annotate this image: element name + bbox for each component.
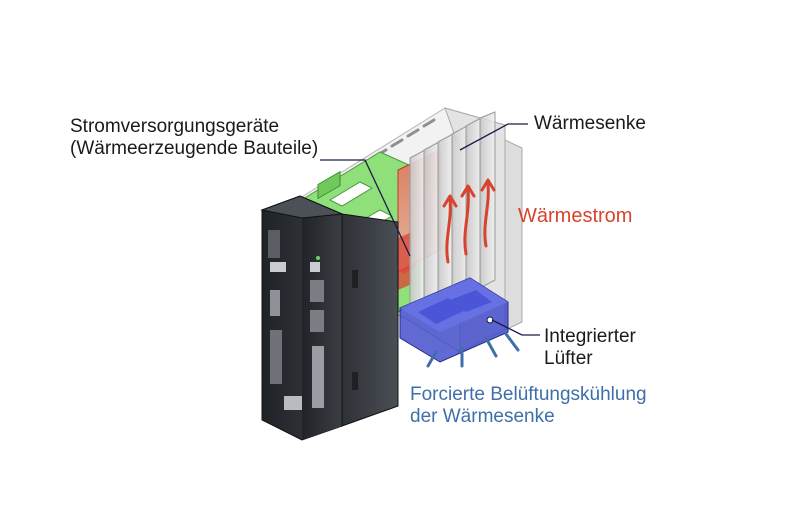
forced-air-dashes xyxy=(426,332,520,368)
heat-flow-label: Wärmestrom xyxy=(518,205,633,227)
integrated-fan-label-line1: Integrierter xyxy=(544,326,636,347)
heatsink-fins xyxy=(409,111,496,309)
integrated-fan-label-line2: Lüfter xyxy=(544,348,593,370)
forced-cooling-label-line1: Forcierte Belüftungskühlung xyxy=(410,384,647,405)
forced-cooling-label-line2: der Wärmesenke xyxy=(410,406,555,428)
integrated-fan-label: Integrierter Lüfter xyxy=(544,326,636,371)
power-devices-label: Stromversorgungsgeräte (Wärmeerzeugende … xyxy=(70,116,318,161)
heatsink-label: Wärmesenke xyxy=(534,113,646,134)
integrated-fan xyxy=(399,277,509,363)
power-devices-label-line2: (Wärmeerzeugende Bauteile) xyxy=(70,138,319,160)
drive-housing xyxy=(260,195,399,441)
leader-lines xyxy=(320,123,540,336)
heat-flow-arrows xyxy=(442,178,496,264)
power-devices-label-line1: Stromversorgungsgeräte xyxy=(70,116,280,137)
forced-cooling-label: Forcierte Belüftungskühlung der Wärmesen… xyxy=(410,384,647,429)
